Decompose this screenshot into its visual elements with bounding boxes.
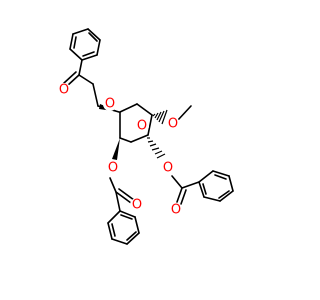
- bond-right-carbonyl-double-b: [180, 189, 187, 205]
- bond-right-carbonyl-double-a: [176, 187, 183, 203]
- left-ester-link-oxygen-text: O: [108, 161, 118, 176]
- structure-canvas: O O O O O O O O: [57, 28, 234, 245]
- atom-label-ring-oxygen: O: [135, 119, 149, 134]
- bond-left-carbonyl-ring: [115, 191, 121, 212]
- atom-label-left-carbonyl-oxygen: O: [130, 198, 144, 213]
- bond-top-ring-carbonyl: [78, 59, 83, 76]
- c4-ester-wedge-bond: [112, 138, 120, 160]
- bond-right-ester-o-carbonyl: [171, 175, 183, 189]
- bottom-benzene-ring: [107, 210, 140, 245]
- bond-top-carbonyl-ester-o: [78, 74, 94, 85]
- top-ester-link-oxygen-text: O: [105, 97, 115, 112]
- left-carbonyl-oxygen-text: O: [132, 198, 142, 213]
- atom-label-methoxy-oxygen: O: [166, 117, 180, 132]
- bond-top-carbonyl-double-b: [63, 71, 77, 84]
- atom-label-right-ester-oxygen: O: [161, 161, 175, 176]
- c1-methoxy-hashed-bond: [152, 109, 168, 125]
- top-carbonyl-oxygen-text: O: [59, 83, 69, 98]
- methoxy-oxygen-text: O: [168, 117, 178, 132]
- bond-right-carbonyl-ring: [181, 181, 200, 189]
- atom-label-left-ester-oxygen: O: [106, 161, 120, 176]
- pyranose-ring: [119, 103, 153, 143]
- atom-label-right-carbonyl-oxygen: O: [169, 203, 183, 218]
- atom-label-top-ester-oxygen: O: [103, 97, 117, 112]
- bond-top-ester-o-ch2: [92, 83, 99, 107]
- bond-left-carbonyl-double-b: [118, 188, 135, 201]
- bond-left-ester-o-carbonyl: [109, 177, 117, 193]
- right-carbonyl-oxygen-text: O: [171, 203, 181, 218]
- c2-ester-hashed-bond: [147, 137, 166, 159]
- right-benzene-ring: [198, 170, 234, 202]
- molecule-drawing: O O O O O O O O: [57, 28, 234, 245]
- bond-left-carbonyl-double-a: [115, 191, 132, 204]
- top-benzene-ring: [69, 28, 101, 61]
- ring-oxygen-text: O: [137, 119, 147, 134]
- bond-methoxy-methyl: [177, 105, 192, 121]
- atom-label-top-carbonyl-oxygen: O: [57, 83, 71, 98]
- right-ester-link-oxygen-text: O: [163, 161, 173, 176]
- bond-top-carbonyl-double-a: [66, 74, 80, 87]
